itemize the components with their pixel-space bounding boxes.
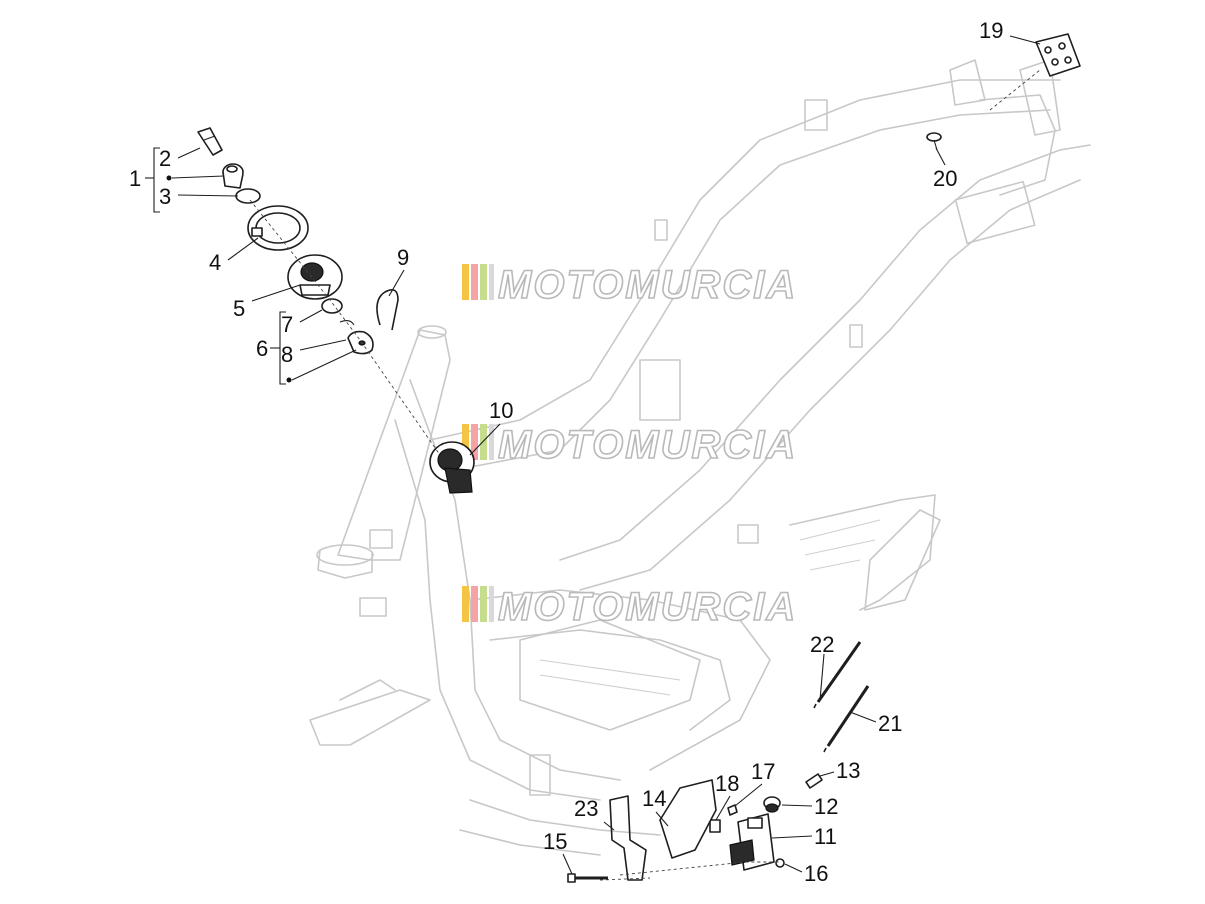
part-9-spring-clip [376, 289, 399, 331]
watermark-text: MOTOMURCIA [498, 423, 797, 467]
leader-14 [655, 811, 669, 827]
part-20-bolt [926, 132, 942, 151]
part-22-rod [813, 641, 862, 709]
leader-10 [469, 423, 501, 456]
callout-12: 12 [814, 794, 838, 819]
part-7-washer [321, 298, 343, 314]
watermark-stripe [489, 264, 494, 300]
leader-13 [819, 771, 835, 777]
watermark-stripe [480, 424, 487, 460]
callout-21: 21 [878, 711, 902, 736]
callout-5: 5 [233, 296, 245, 321]
callout-4: 4 [209, 250, 221, 275]
watermark-stripe [480, 586, 487, 622]
part-1-lock-cylinder [222, 163, 244, 189]
part-11-module [729, 813, 775, 871]
watermark-stripe [462, 586, 469, 622]
callout-2: 2 [159, 146, 171, 171]
leader-9 [388, 269, 405, 297]
part-23-support [609, 795, 647, 881]
part-16-nut [775, 858, 785, 868]
leader-22 [819, 653, 825, 701]
leader-17 [734, 783, 763, 807]
callout-10: 10 [489, 398, 513, 423]
assembly-line [989, 69, 1041, 111]
bullet [286, 377, 292, 383]
callout-9: 9 [397, 245, 409, 270]
watermark-stripe [471, 586, 478, 622]
part-5-lock-housing [287, 254, 343, 300]
leader-8 [299, 339, 347, 351]
watermark-stripe [462, 264, 469, 300]
callout-23: 23 [574, 796, 598, 821]
part-10-ignition-switch [429, 441, 475, 494]
callout-6: 6 [256, 336, 268, 361]
watermark: MOTOMURCIA [462, 422, 797, 468]
watermark-stripe [489, 586, 494, 622]
leader-1b [171, 175, 225, 179]
leader-23 [603, 821, 615, 831]
leader-15 [562, 853, 573, 875]
leader-3 [177, 194, 239, 197]
leader-21 [849, 711, 877, 723]
part-17-screw [727, 804, 738, 816]
leader-7 [299, 309, 323, 323]
assembly-line [249, 199, 441, 456]
callout-11: 11 [814, 824, 837, 849]
callout-22: 22 [810, 632, 834, 657]
watermark-stripe [462, 424, 469, 460]
callout-19: 19 [979, 18, 1003, 43]
callout-13: 13 [836, 758, 860, 783]
part-13-screw [805, 773, 823, 789]
watermark-stripe [471, 264, 478, 300]
part-15-long-bolt [567, 873, 608, 883]
callout-7: 7 [281, 312, 293, 337]
leader-8b [291, 349, 357, 381]
part-18-clip [709, 819, 721, 833]
callout-14: 14 [642, 786, 666, 811]
leader-19 [1009, 35, 1041, 45]
callout-15: 15 [543, 829, 567, 854]
callout-17: 17 [751, 759, 775, 784]
watermark-stripe [471, 424, 478, 460]
callout-16: 16 [804, 861, 828, 886]
watermark: MOTOMURCIA [462, 584, 797, 630]
part-4-lock-cover [247, 205, 309, 251]
leader-4 [227, 237, 259, 261]
callout-1: 1 [129, 166, 141, 191]
callout-20: 20 [933, 166, 957, 191]
leader-2 [177, 147, 201, 159]
callout-18: 18 [715, 771, 739, 796]
part-8-latch [339, 319, 374, 355]
watermark-text: MOTOMURCIA [498, 585, 797, 629]
leader-20 [935, 147, 946, 166]
leader-18 [715, 795, 731, 821]
scooter-frame [309, 59, 1091, 856]
part-2-key [197, 127, 223, 156]
leader-5 [251, 284, 301, 302]
part-21-rod [823, 685, 870, 753]
part-14-bracket [659, 779, 717, 859]
leader-11 [771, 835, 813, 839]
callout-8: 8 [281, 342, 293, 367]
part-12-grommet [763, 796, 781, 813]
part-19-bracket [1035, 33, 1081, 77]
leader-12 [781, 804, 813, 807]
part-3-ring [235, 188, 261, 204]
watermark: MOTOMURCIA [462, 262, 797, 308]
leader-16 [784, 863, 803, 873]
assembly-line [599, 877, 651, 881]
bullet [166, 175, 172, 181]
watermark-stripe [489, 424, 494, 460]
watermark-text: MOTOMURCIA [498, 263, 797, 307]
watermark-stripe [480, 264, 487, 300]
group-bracket-1 [153, 147, 160, 213]
callout-3: 3 [159, 184, 171, 209]
